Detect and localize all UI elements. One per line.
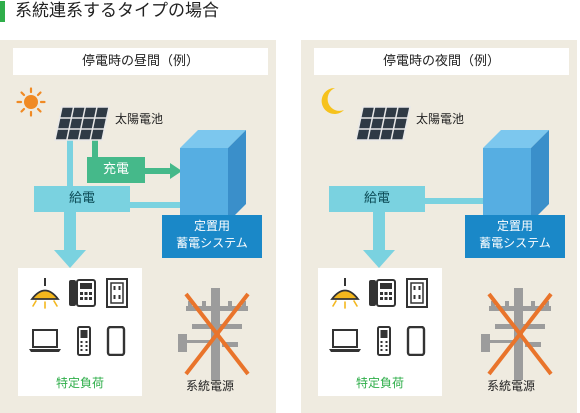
utility-pole-icon <box>481 288 553 380</box>
solar-panel-icon <box>54 106 110 141</box>
storage-system-label: 定置用 蓄電システム <box>465 215 565 258</box>
power-supply-label: 給電 <box>329 186 425 212</box>
solar-cell-label: 太陽電池 <box>416 112 465 126</box>
charge-label: 充電 <box>87 157 145 183</box>
flow-arrows <box>54 140 182 268</box>
mobile-phone-icon <box>377 326 391 356</box>
panel-title: 停電時の夜間（例） <box>314 48 569 75</box>
storage-system-label: 定置用 蓄電システム <box>162 215 262 258</box>
moon-icon <box>321 87 344 114</box>
panel-title: 停電時の昼間（例） <box>13 48 268 75</box>
telephone-icon <box>69 279 96 307</box>
sun-icon <box>16 87 46 117</box>
nighttime-panel: 停電時の夜間（例） 太陽電池 給電 定置用 蓄電システム <box>301 40 577 413</box>
utility-pole-icon <box>178 288 250 380</box>
wall-outlet-icon <box>406 278 428 308</box>
mobile-phone-icon <box>77 326 91 356</box>
grid-power-label: 系統電源 <box>186 379 235 393</box>
solar-cell-label: 太陽電池 <box>115 112 164 126</box>
laptop-icon <box>329 329 361 352</box>
smartphone-icon <box>406 326 426 356</box>
specific-loads-box: 特定負荷 <box>318 268 442 396</box>
smartphone-icon <box>106 326 126 356</box>
storage-label-line2: 蓄電システム <box>176 236 248 250</box>
specific-loads-box: 特定負荷 <box>18 268 142 396</box>
ceiling-lamp-icon <box>330 278 360 309</box>
daytime-panel: 停電時の昼間（例） <box>0 40 276 413</box>
storage-label-line1: 定置用 <box>193 219 230 233</box>
wall-outlet-icon <box>106 278 128 308</box>
section-heading: 系統連系するタイプの場合 <box>0 0 580 24</box>
storage-label-line2: 蓄電システム <box>479 236 551 250</box>
telephone-icon <box>369 279 396 307</box>
heading-text: 系統連系するタイプの場合 <box>15 1 219 21</box>
storage-battery-icon <box>180 130 246 222</box>
cross-out-icon <box>487 292 553 376</box>
grid-power-label: 系統電源 <box>487 379 536 393</box>
solar-panel-icon <box>355 106 411 141</box>
flow-arrows <box>363 198 483 268</box>
storage-label-line1: 定置用 <box>496 219 533 233</box>
cross-out-icon <box>184 292 250 376</box>
ceiling-lamp-icon <box>30 278 60 309</box>
specific-loads-label: 特定負荷 <box>355 376 404 390</box>
power-supply-label: 給電 <box>34 186 130 212</box>
heading-accent-bar <box>0 1 5 22</box>
laptop-icon <box>29 329 61 352</box>
storage-battery-icon <box>483 130 549 222</box>
specific-loads-label: 特定負荷 <box>55 376 104 390</box>
